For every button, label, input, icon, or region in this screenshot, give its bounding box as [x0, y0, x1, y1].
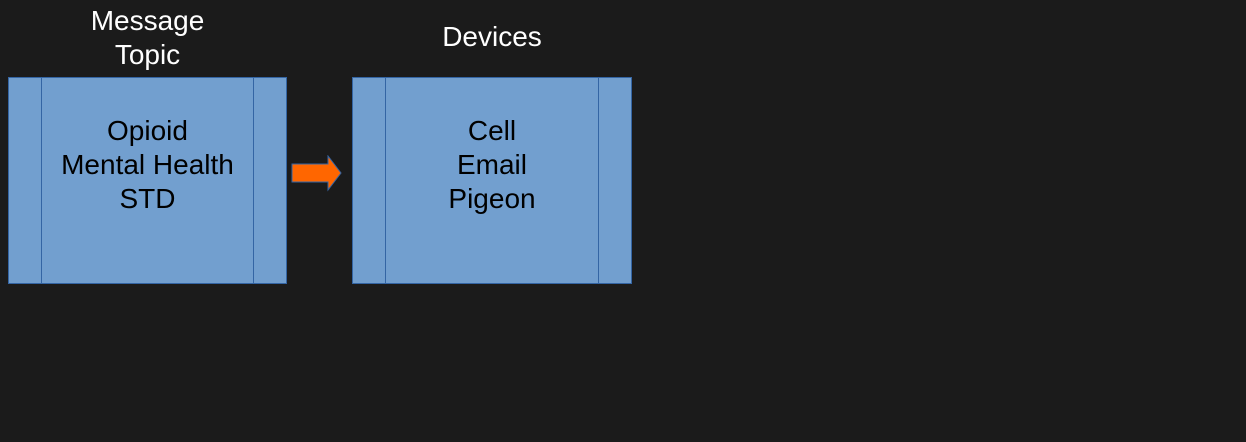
right-divider — [253, 78, 254, 283]
list-item: Cell — [467, 115, 517, 146]
message-topic-title: Message Topic — [8, 4, 287, 72]
devices-list: Cell Email Pigeon — [353, 114, 631, 216]
left-divider — [385, 78, 386, 283]
list-item: STD — [119, 183, 176, 214]
topic-list: Opioid Mental Health STD — [9, 114, 286, 216]
title-line: Devices — [442, 21, 542, 52]
title-line: Topic — [114, 39, 181, 70]
list-item: Pigeon — [448, 183, 536, 214]
devices-title: Devices — [352, 20, 632, 54]
left-divider — [41, 78, 42, 283]
list-item: Opioid — [107, 115, 188, 146]
list-item: Email — [456, 149, 527, 180]
right-divider — [598, 78, 599, 283]
message-topic-box: Opioid Mental Health STD — [8, 77, 287, 284]
title-line: Message — [90, 5, 205, 36]
list-item: Mental Health — [61, 149, 234, 180]
devices-box: Cell Email Pigeon — [352, 77, 632, 284]
right-arrow-icon — [291, 155, 342, 192]
